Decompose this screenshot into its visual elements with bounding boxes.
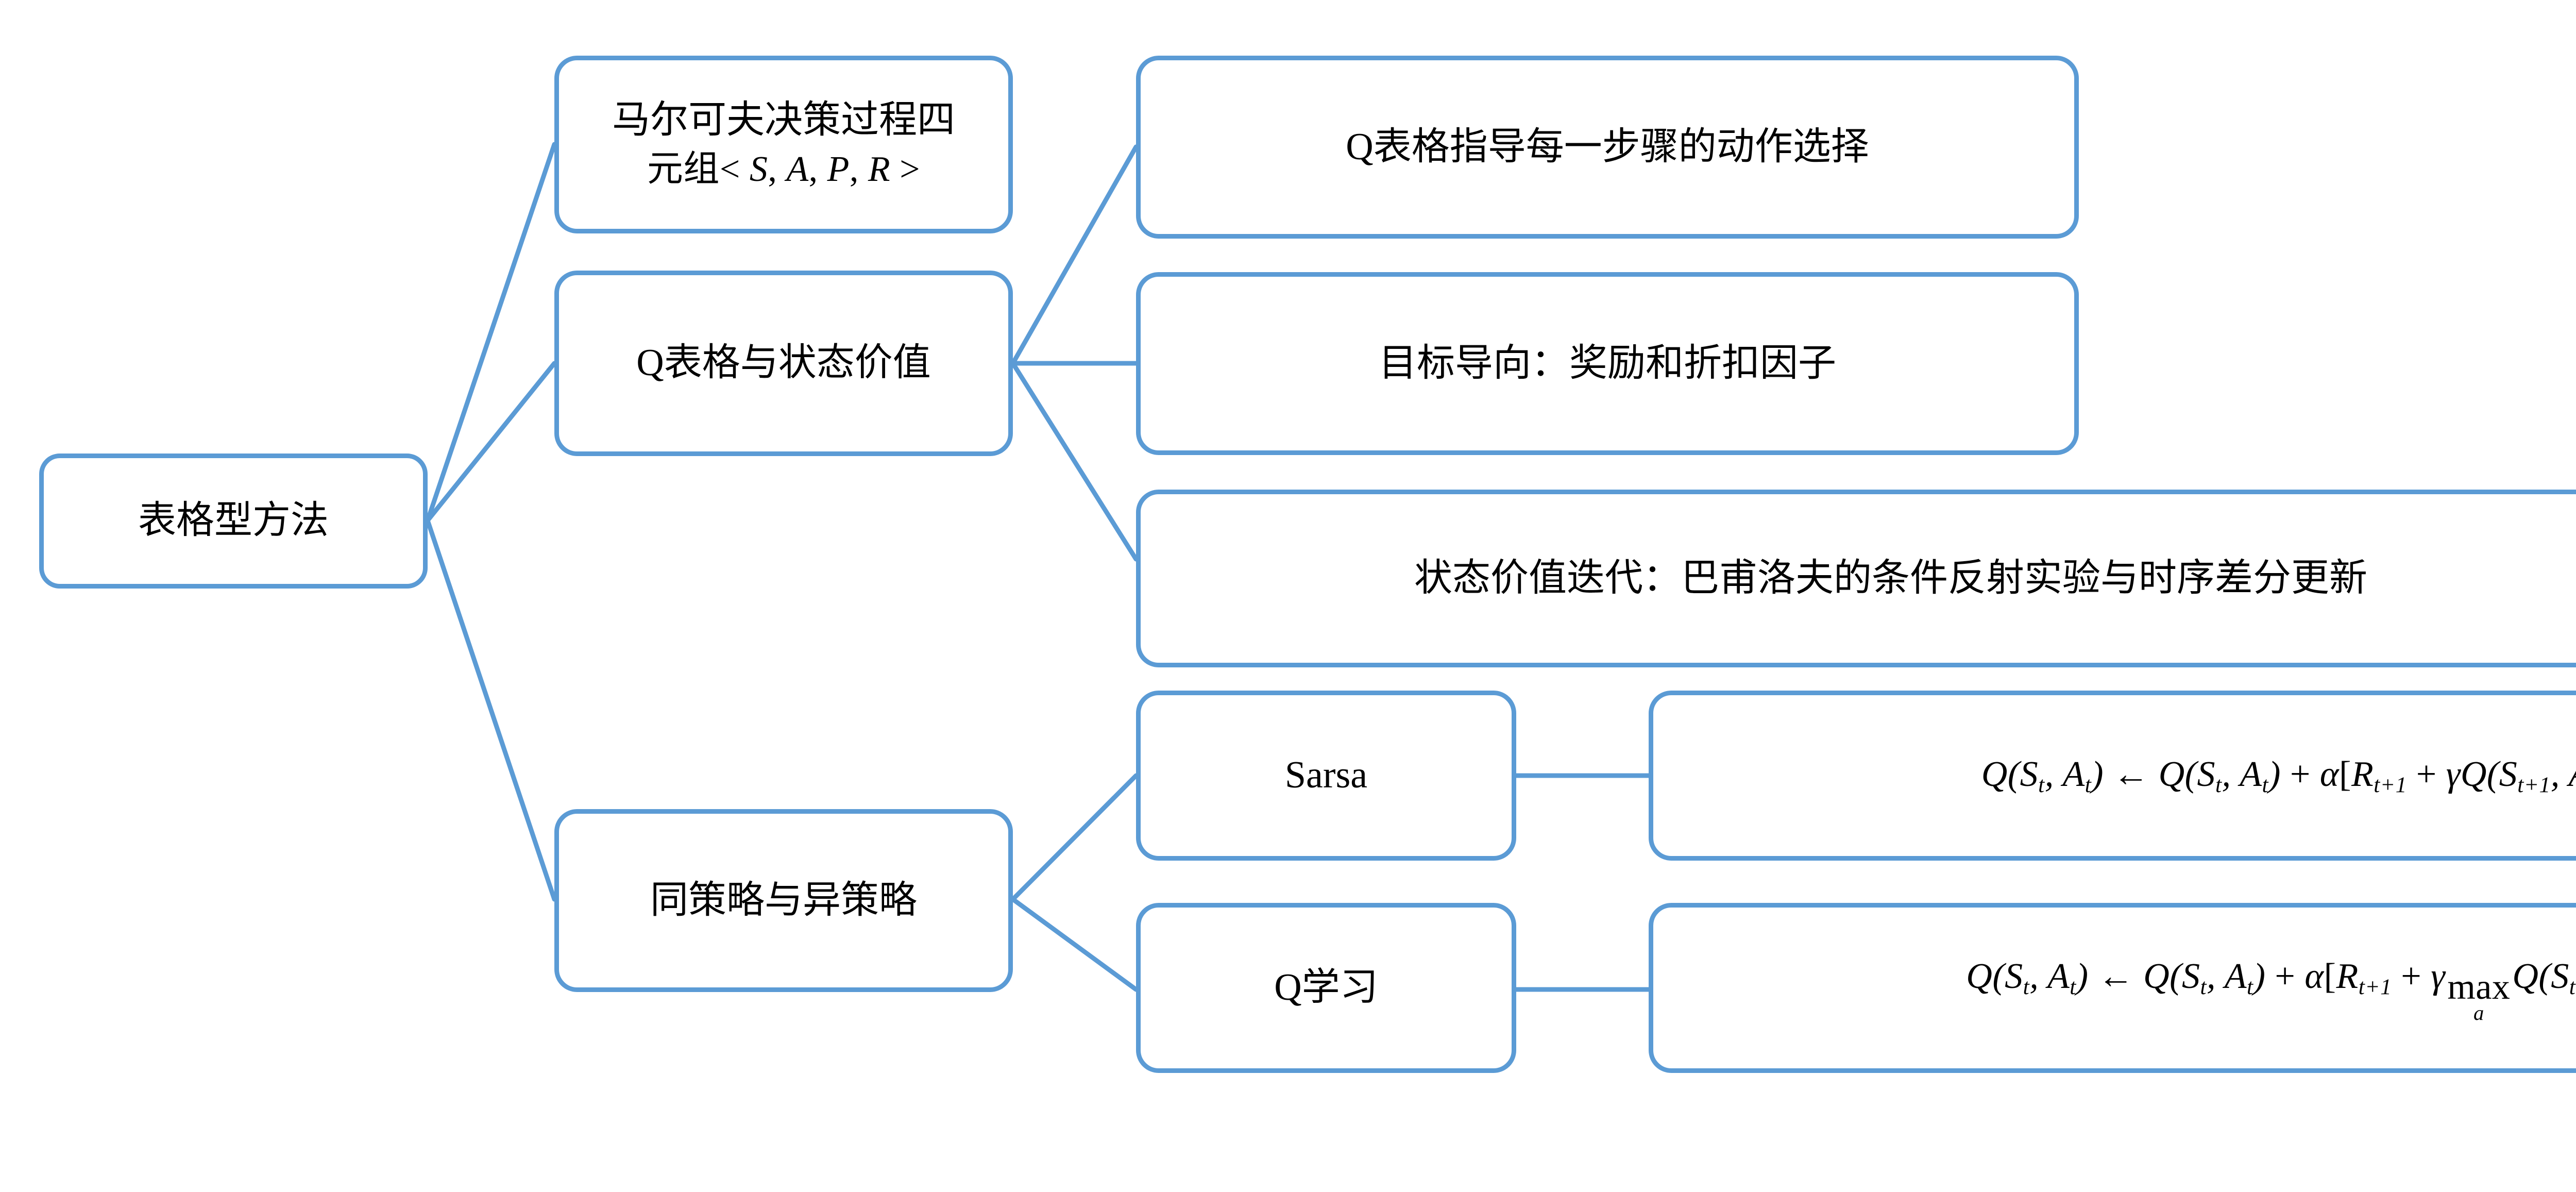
node-mdp[interactable]: 马尔可夫决策过程四 元组< S, A, P, R > bbox=[554, 56, 1013, 233]
node-sarsa-formula[interactable]: Q(St, At) ← Q(St, At) + α[Rt+1 + γQ(St+1… bbox=[1649, 691, 2576, 861]
edge-qtable-to-leaf1 bbox=[1010, 144, 1139, 366]
edge-root-to-qtable bbox=[425, 361, 557, 523]
node-sarsa-label: Sarsa bbox=[1284, 754, 1368, 797]
node-q-learning[interactable]: Q学习 bbox=[1136, 903, 1516, 1073]
node-state-value-iteration-label: 状态价值迭代：巴甫洛夫的条件反射实验与时序差分更新 bbox=[1414, 557, 2367, 599]
node-state-value-iteration[interactable]: 状态价值迭代：巴甫洛夫的条件反射实验与时序差分更新 bbox=[1136, 490, 2576, 667]
node-goal-oriented[interactable]: 目标导向：奖励和折扣因子 bbox=[1136, 272, 2079, 455]
node-mdp-label-line2: 元组< S, A, P, R > bbox=[647, 149, 921, 190]
node-on-off-policy-label: 同策略与异策略 bbox=[650, 879, 917, 921]
node-q-learning-label: Q学习 bbox=[1274, 966, 1378, 1009]
edge-root-to-mdp bbox=[425, 142, 557, 523]
edge-qtable-to-leaf3 bbox=[1010, 361, 1139, 562]
node-mdp-label-line1: 马尔可夫决策过程四 bbox=[612, 99, 955, 142]
node-mdp-label: 马尔可夫决策过程四 元组< S, A, P, R > bbox=[572, 95, 995, 193]
node-q-table-state-value-label: Q表格与状态价值 bbox=[636, 342, 931, 384]
edge-policy-to-qlearning bbox=[1010, 897, 1139, 992]
node-sarsa-formula-text: Q(St, At) ← Q(St, At) + α[Rt+1 + γQ(St+1… bbox=[1981, 754, 2576, 798]
node-on-off-policy[interactable]: 同策略与异策略 bbox=[554, 809, 1013, 992]
node-goal-oriented-label: 目标导向：奖励和折扣因子 bbox=[1379, 342, 1836, 384]
node-root-label: 表格型方法 bbox=[138, 499, 329, 542]
node-sarsa[interactable]: Sarsa bbox=[1136, 691, 1516, 861]
edge-root-to-policy bbox=[425, 518, 557, 902]
node-q-guide[interactable]: Q表格指导每一步骤的动作选择 bbox=[1136, 56, 2079, 239]
node-q-table-state-value[interactable]: Q表格与状态价值 bbox=[554, 271, 1013, 456]
node-q-guide-label: Q表格指导每一步骤的动作选择 bbox=[1346, 125, 1869, 168]
edge-policy-to-sarsa bbox=[1010, 773, 1139, 902]
node-root[interactable]: 表格型方法 bbox=[39, 454, 428, 589]
